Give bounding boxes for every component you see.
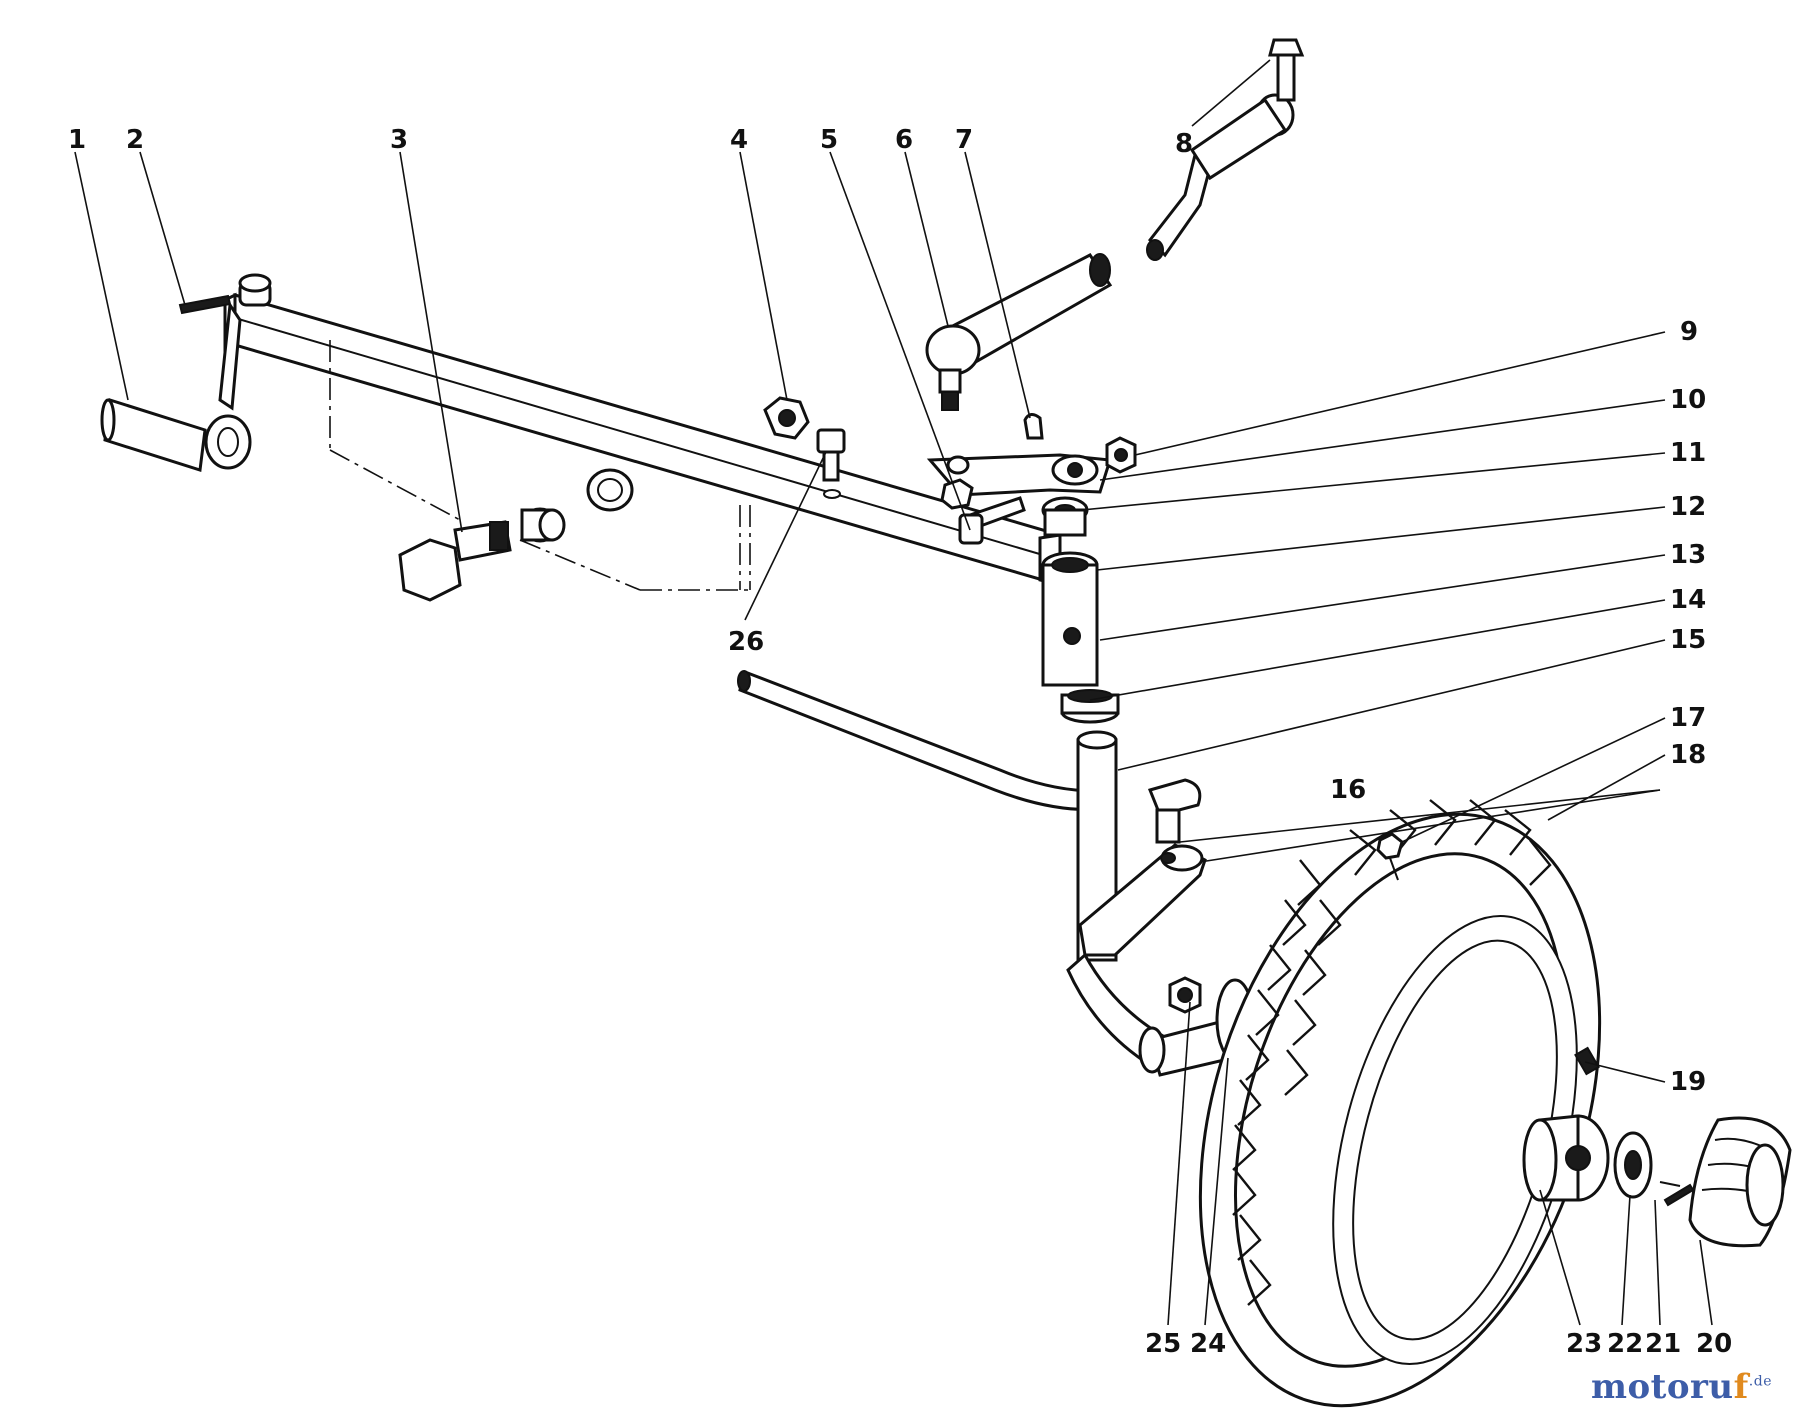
callout-4: 4 [730,125,748,155]
watermark-main: motoru [1590,1367,1734,1407]
leader-lines [74,59,1713,1326]
tie-rod-upper [925,253,1113,411]
callout-3: 3 [390,125,408,155]
callout-13: 13 [1670,540,1706,570]
callout-20: 20 [1696,1329,1732,1359]
callout-6: 6 [895,125,913,155]
callout-15: 15 [1670,625,1706,655]
lock-nut [763,396,810,440]
callout-7: 7 [955,125,973,155]
callout-16: 16 [1330,775,1366,805]
callout-19: 19 [1670,1067,1706,1097]
hub-washer [1613,1131,1653,1199]
callout-24: 24 [1190,1329,1226,1359]
callout-14: 14 [1670,585,1706,615]
callout-5: 5 [820,125,838,155]
steering-arm [926,453,1112,497]
callout-26: 26 [728,627,764,657]
arm-bolt [958,496,1026,545]
front-axle-beam [223,292,1062,591]
callout-labels: 1 2 3 4 5 6 7 8 9 10 11 12 13 14 15 16 1… [68,125,1732,1359]
callout-12: 12 [1670,492,1706,522]
callout-9: 9 [1680,317,1698,347]
axle-bolt [398,520,512,602]
spindle-housing [1041,551,1099,687]
callout-17: 17 [1670,703,1706,733]
callout-21: 21 [1645,1329,1681,1359]
callout-1: 1 [68,125,86,155]
jam-nut [1105,436,1137,474]
wheel-hub [1522,1114,1610,1202]
thrust-washer [1041,496,1089,537]
watermark-accent: f [1733,1367,1749,1407]
hub-cotter-pin [1659,1181,1695,1207]
key [1023,413,1044,440]
spacer-sleeve [520,507,566,543]
pivot-bracket [204,273,272,470]
callout-11: 11 [1670,438,1706,468]
pivot-pin [100,398,207,472]
watermark-tld: .de [1748,1373,1772,1390]
callout-2: 2 [126,125,144,155]
castle-nut [1168,976,1202,1014]
ball-joint-stud [1155,808,1181,864]
steering-arm-lower [1078,778,1207,957]
mounting-bolt [816,428,846,499]
callout-22: 22 [1607,1329,1643,1359]
tie-rod [737,670,1112,811]
callout-25: 25 [1145,1329,1181,1359]
hub-cap [1688,1116,1792,1248]
spindle-washer [1138,1026,1166,1074]
grease-fitting [1376,832,1404,881]
wheel-rim [1332,915,1578,1365]
drag-link [1146,38,1305,261]
watermark-logo: motoruf.de [1591,1367,1772,1407]
callout-8: 8 [1175,129,1193,159]
callout-10: 10 [1670,385,1706,415]
cotter-pin [178,294,232,315]
callout-23: 23 [1566,1329,1602,1359]
grease-fitting-wheel [1574,1046,1600,1076]
bushing [1060,689,1120,724]
callout-18: 18 [1670,740,1706,770]
